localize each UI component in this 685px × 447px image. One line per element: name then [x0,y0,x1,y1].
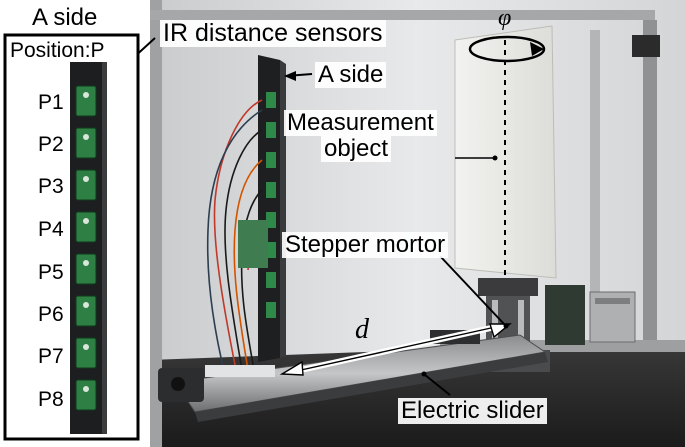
label-ir-sensors: IR distance sensors [160,20,386,47]
label-a-side: A side [315,62,387,88]
label-distance-d: d [355,314,369,345]
frame-post-left [150,0,162,447]
position-p7: P7 [38,345,64,368]
label-rotation-phi: φ [498,5,512,31]
position-p1: P1 [38,91,64,114]
frame-top-bar [150,10,655,20]
inset-side-label: A side [32,4,98,31]
label-measurement-line1: Measurement [284,110,437,136]
stepper-motor-mount [478,278,538,296]
frame-corner-block [632,35,660,57]
position-p6: P6 [38,303,64,326]
label-stepper-motor: Stepper mortor [282,232,449,258]
position-p4: P4 [38,218,64,241]
position-p2: P2 [38,133,64,156]
frame-post-right [643,20,657,350]
inset-position-label: Position:P [10,39,105,62]
label-electric-slider: Electric slider [398,398,547,424]
inset-sensors [75,85,97,411]
driver-board [545,285,585,345]
distance-arrowhead-left [279,360,304,376]
label-measurement-line2: object [321,136,392,162]
inset-sensor-strip [70,62,106,434]
column-sensors [266,92,276,318]
leader-stepper [439,255,506,326]
rotation-arrowhead [530,42,544,56]
position-p8: P8 [38,388,64,411]
frame-side-bar [590,30,600,350]
controller-board [238,220,268,268]
leader-slider [424,374,451,396]
position-p3: P3 [38,175,64,198]
position-p5: P5 [38,261,64,284]
